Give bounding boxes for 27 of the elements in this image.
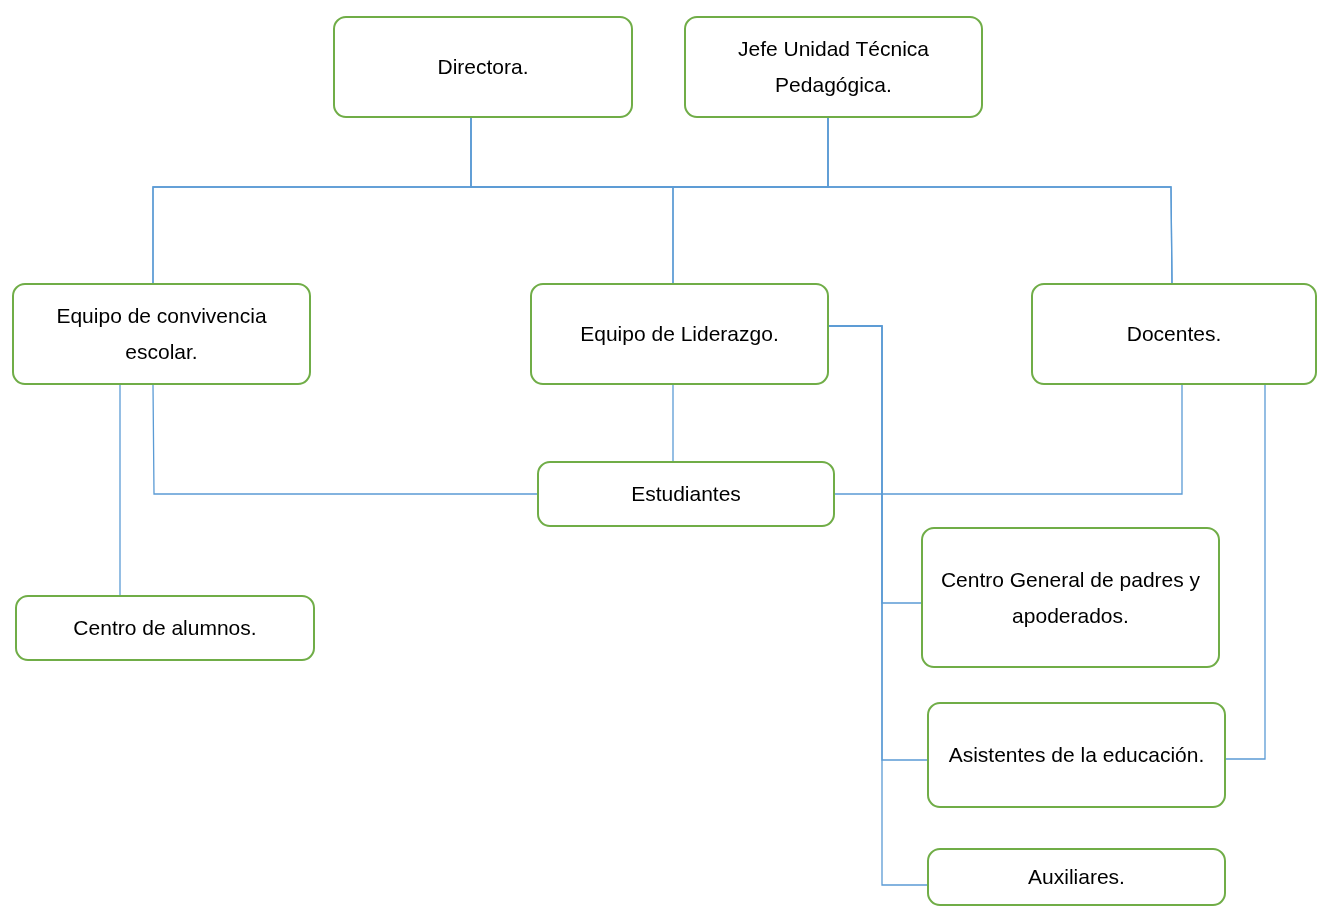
connector-line	[152, 384, 538, 495]
connector-line	[1225, 384, 1266, 760]
box-label: Asistentes de la educación.	[948, 742, 1205, 768]
connector-line	[828, 325, 928, 886]
box-label: Docentes.	[1126, 321, 1222, 347]
connector-line	[827, 117, 1173, 284]
connector-line	[834, 384, 1183, 495]
org-box	[684, 16, 983, 118]
org-box	[12, 283, 311, 385]
org-box	[921, 527, 1220, 668]
org-box	[537, 461, 835, 527]
org-box	[15, 595, 315, 661]
box-label: Equipo de convivencia escolar.	[55, 303, 268, 365]
org-box	[1031, 283, 1317, 385]
org-box	[927, 848, 1226, 906]
box-label: Auxiliares.	[1028, 864, 1125, 890]
box-label: Directora.	[437, 54, 529, 80]
org-box	[530, 283, 829, 385]
box-label: Jefe Unidad Técnica Pedagógica.	[736, 36, 931, 98]
org-box	[927, 702, 1226, 808]
box-label: Estudiantes	[631, 481, 741, 507]
box-label: Equipo de Liderazgo.	[580, 321, 779, 347]
connector-line	[119, 384, 121, 596]
connector-line	[672, 384, 674, 462]
box-label: Centro General de padres y apoderados.	[939, 566, 1202, 629]
box-label: Centro de alumnos.	[73, 615, 257, 641]
org-box	[333, 16, 633, 118]
